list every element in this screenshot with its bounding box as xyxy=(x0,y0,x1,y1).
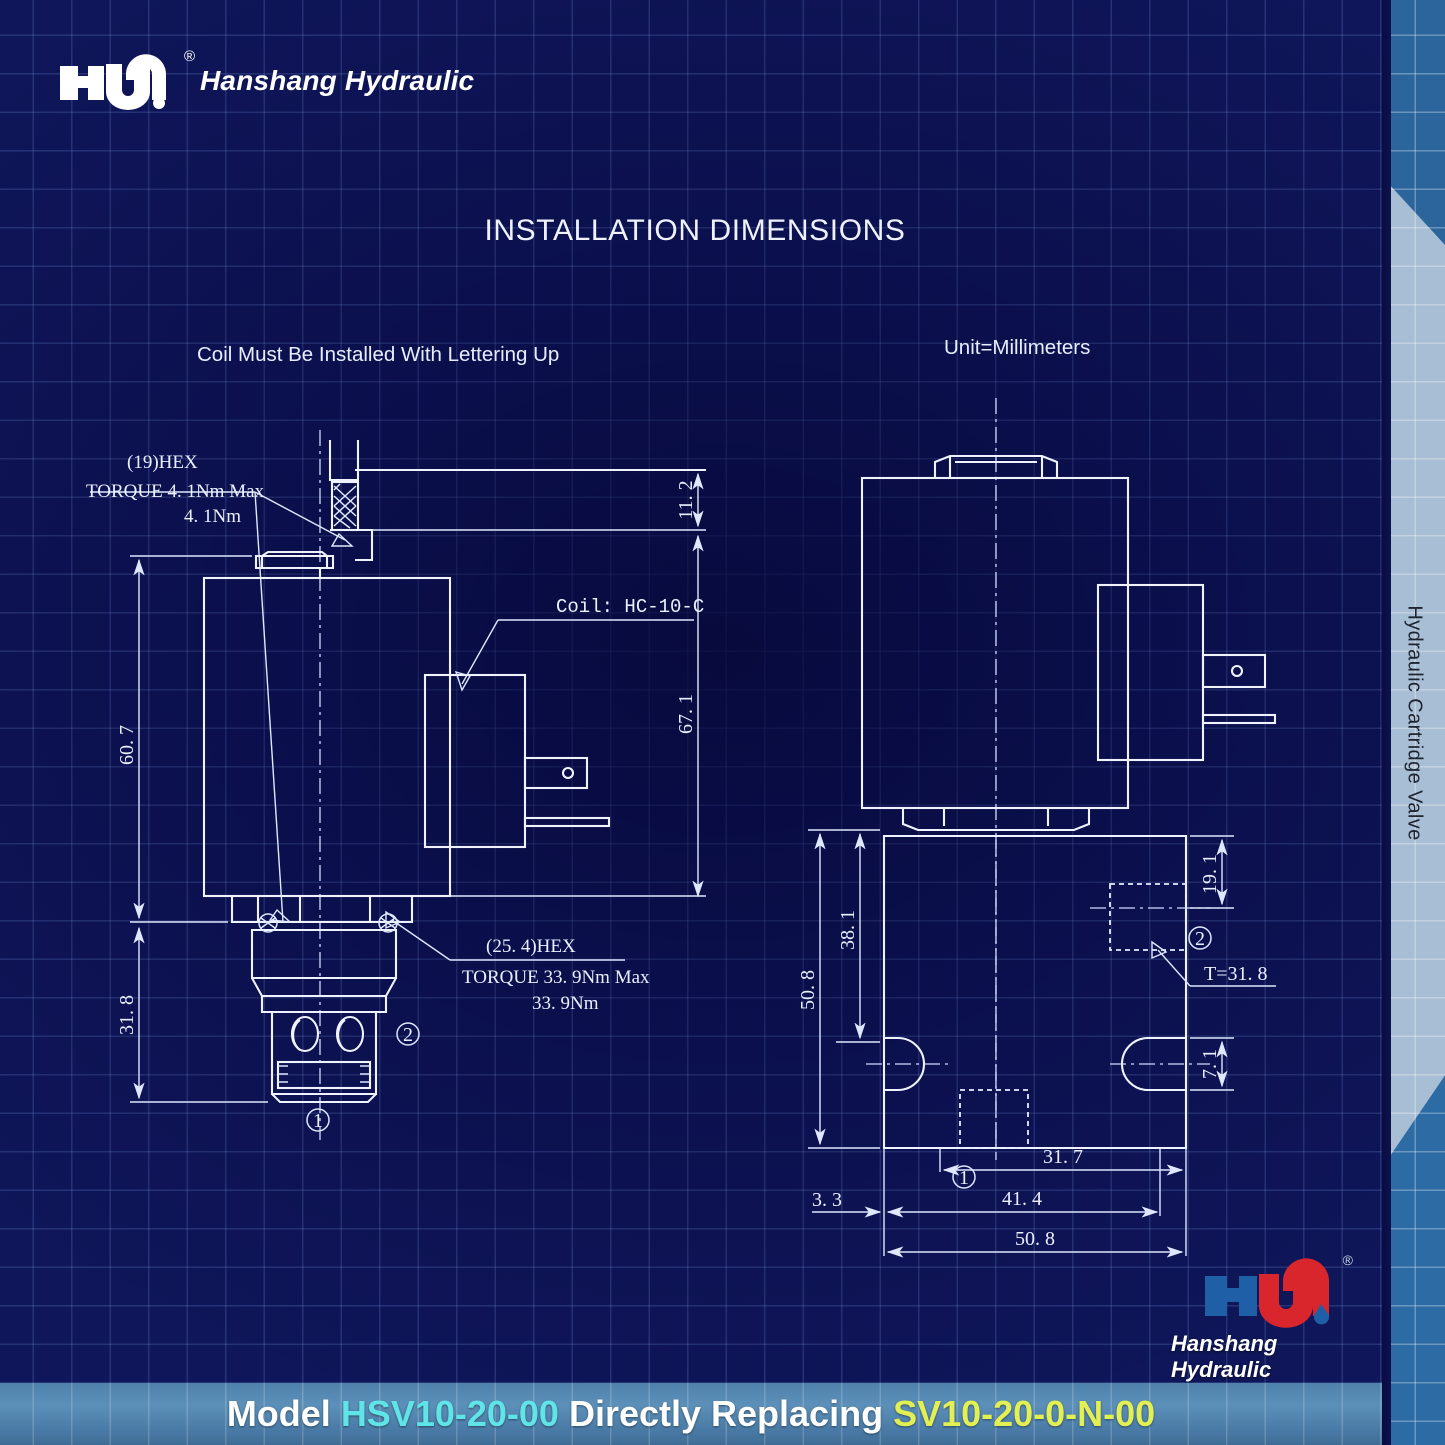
footer-logo: ® Hanshang Hydraulic xyxy=(1171,1252,1381,1383)
units-note: Unit=Millimeters xyxy=(944,336,1091,359)
banner-middle: Directly Replacing xyxy=(558,1393,894,1434)
dim-width-inner: 31. 7 xyxy=(1043,1146,1083,1168)
hex-small-label-1: (19)HEX xyxy=(127,452,198,473)
hex-large-label-1: (25. 4)HEX xyxy=(486,936,576,957)
hex-small-label-3: 4. 1Nm xyxy=(184,506,241,527)
brand-name: Hanshang Hydraulic xyxy=(200,65,475,96)
left-port-2: 2 xyxy=(403,1024,413,1046)
coil-orientation-note: Coil Must Be Installed With Lettering Up xyxy=(197,343,560,366)
dim-top-right: 19. 1 xyxy=(1199,854,1221,894)
page-title: INSTALLATION DIMENSIONS xyxy=(484,214,906,247)
dim-height-upper: 38. 1 xyxy=(837,910,859,950)
hex-large-label-3: 33. 9Nm xyxy=(532,993,599,1014)
dim-right-overall: 67. 1 xyxy=(675,694,697,734)
hex-small-label-2: TORQUE 4. 1Nm Max xyxy=(86,481,265,502)
right-side-panel: Hydraulic Cartridge Valve xyxy=(1382,0,1445,1445)
banner-replacement-number: SV10-20-0-N-00 xyxy=(893,1393,1156,1434)
dim-offset-left: 3. 3 xyxy=(812,1189,842,1211)
dim-left-lower: 31. 8 xyxy=(116,995,138,1035)
header: ® Hanshang Hydraulic xyxy=(58,48,475,112)
dim-width-overall: 50. 8 xyxy=(1015,1228,1055,1250)
footer-registered-mark-icon: ® xyxy=(1342,1252,1353,1268)
panel-grid xyxy=(1382,0,1445,1445)
hex-large-label-2: TORQUE 33. 9Nm Max xyxy=(462,967,650,988)
footer-logo-icon: ® xyxy=(1201,1252,1353,1328)
right-port-2: 2 xyxy=(1195,928,1205,950)
footer-brand-name: Hanshang Hydraulic xyxy=(1171,1331,1278,1382)
right-port-1: 1 xyxy=(959,1167,969,1189)
banner-text: Model HSV10-20-00 Directly Replacing SV1… xyxy=(227,1393,1155,1435)
panel-left-edge xyxy=(1382,0,1391,1445)
brand-logo-icon: ® xyxy=(58,48,195,112)
coil-label: Coil: HC-10-C xyxy=(556,596,704,618)
model-banner: Model HSV10-20-00 Directly Replacing SV1… xyxy=(0,1383,1382,1445)
dim-thread-depth: T=31. 8 xyxy=(1204,963,1268,985)
sidebar-vertical-label: Hydraulic Cartridge Valve xyxy=(1403,604,1425,841)
dim-width-mid: 41. 4 xyxy=(1002,1188,1042,1210)
dim-height-overall: 50. 8 xyxy=(797,970,819,1010)
banner-model-number: HSV10-20-00 xyxy=(340,1393,559,1434)
left-port-1: 1 xyxy=(313,1110,323,1132)
banner-grid xyxy=(0,1383,1382,1445)
banner-prefix: Model xyxy=(226,1393,341,1434)
dim-bottom-right: 7. 1 xyxy=(1199,1049,1221,1079)
registered-mark-icon: ® xyxy=(183,48,195,65)
dim-left-overall: 60. 7 xyxy=(116,725,138,765)
dim-right-top: 11. 2 xyxy=(675,480,697,519)
